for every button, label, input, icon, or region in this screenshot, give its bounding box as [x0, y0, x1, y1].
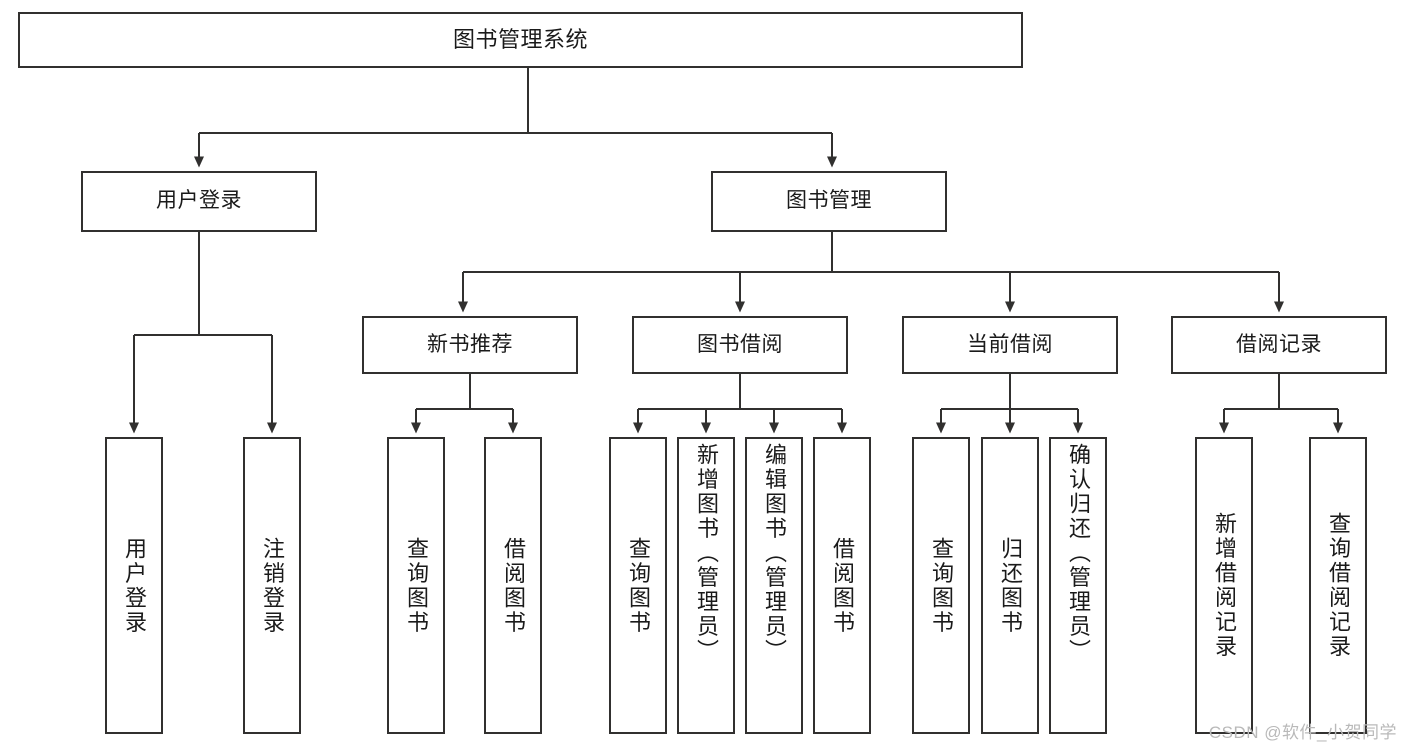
node-current-borrow[interactable]: 当前借阅: [902, 316, 1118, 374]
leaf-query-book-new-recommend[interactable]: 查询图书: [387, 437, 445, 734]
leaf-logout[interactable]: 注销登录: [243, 437, 301, 734]
node-label: 注销登录: [260, 536, 285, 635]
leaf-query-borrow-record[interactable]: 查询借阅记录: [1309, 437, 1367, 734]
node-label: 编辑图书（管理员）: [762, 443, 787, 664]
node-label: 图书管理系统: [452, 27, 588, 53]
leaf-borrow-book-borrow[interactable]: 借阅图书: [813, 437, 871, 734]
node-book-management[interactable]: 图书管理: [711, 171, 947, 232]
node-label: 新增借阅记录: [1212, 512, 1237, 659]
node-label: 确认归还（管理员）: [1066, 443, 1091, 664]
leaf-borrow-book-new-recommend[interactable]: 借阅图书: [484, 437, 542, 734]
node-user-login[interactable]: 用户登录: [81, 171, 317, 232]
leaf-edit-book-admin[interactable]: 编辑图书（管理员）: [745, 437, 803, 734]
leaf-return-book[interactable]: 归还图书: [981, 437, 1039, 734]
node-label: 借阅图书: [501, 536, 526, 635]
leaf-add-book-admin[interactable]: 新增图书（管理员）: [677, 437, 735, 734]
node-label: 查询图书: [929, 536, 954, 635]
node-label: 当前借阅: [967, 332, 1053, 356]
node-root-book-management-system[interactable]: 图书管理系统: [18, 12, 1023, 68]
node-label: 借阅图书: [830, 536, 855, 635]
node-label: 归还图书: [998, 536, 1023, 635]
leaf-query-book-current[interactable]: 查询图书: [912, 437, 970, 734]
leaf-query-book-borrow[interactable]: 查询图书: [609, 437, 667, 734]
node-label: 借阅记录: [1236, 332, 1322, 356]
node-label: 图书借阅: [697, 332, 783, 356]
node-book-borrow[interactable]: 图书借阅: [632, 316, 848, 374]
node-label: 新增图书（管理员）: [694, 443, 719, 664]
leaf-user-login[interactable]: 用户登录: [105, 437, 163, 734]
node-label: 查询图书: [626, 536, 651, 635]
node-borrow-record[interactable]: 借阅记录: [1171, 316, 1387, 374]
node-label: 用户登录: [156, 189, 242, 213]
leaf-add-borrow-record[interactable]: 新增借阅记录: [1195, 437, 1253, 734]
node-new-book-recommend[interactable]: 新书推荐: [362, 316, 578, 374]
node-label: 图书管理: [786, 189, 872, 213]
node-label: 查询图书: [404, 536, 429, 635]
node-label: 用户登录: [122, 536, 147, 635]
node-label: 新书推荐: [427, 332, 513, 356]
csdn-watermark: CSDN @软件_小贺同学: [1208, 723, 1397, 742]
node-label: 查询借阅记录: [1326, 512, 1351, 659]
leaf-confirm-return-admin[interactable]: 确认归还（管理员）: [1049, 437, 1107, 734]
